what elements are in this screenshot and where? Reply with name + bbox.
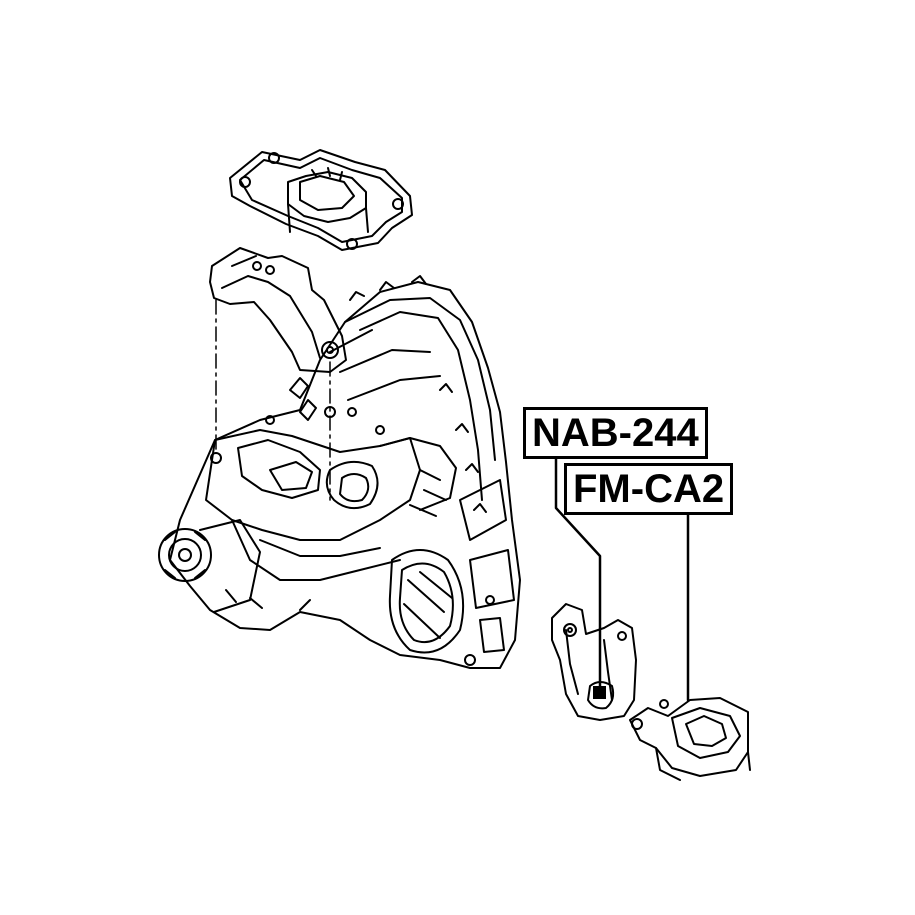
part-label-nab-244: NAB-244	[523, 407, 708, 459]
nab-244-bracket	[551, 603, 637, 721]
top-transmission-mount	[229, 149, 413, 251]
leader-lines	[554, 446, 690, 702]
fm-ca2-mount	[629, 697, 751, 781]
upper-bracket	[209, 247, 347, 373]
part-label-fm-ca2: FM-CA2	[564, 463, 734, 515]
transmission-housing	[158, 275, 521, 669]
bushing-marker	[593, 686, 606, 699]
alignment-lines	[215, 299, 331, 501]
